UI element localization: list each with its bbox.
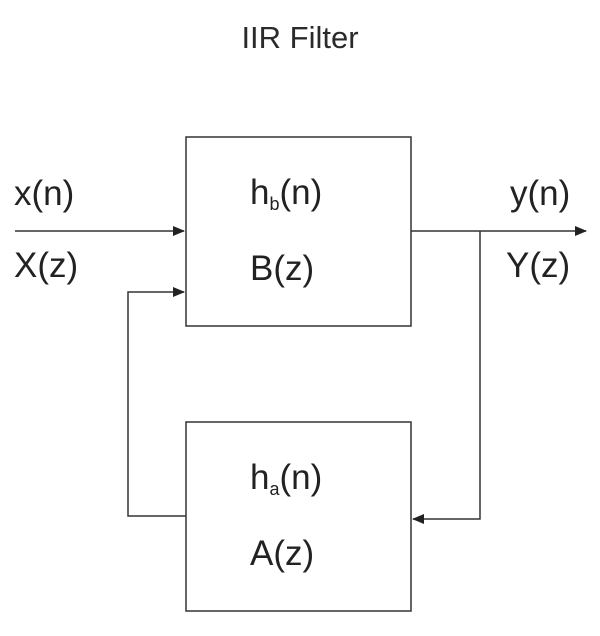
block-b-impulse-label: hb(n)	[250, 173, 323, 214]
block-a-transfer-label: A(z)	[250, 534, 315, 573]
block-a-box	[185, 421, 412, 612]
output-z-label: Y(z)	[506, 246, 571, 285]
feedback-line-to-b	[127, 287, 186, 517]
diagram-title: IIR Filter	[241, 20, 359, 55]
input-z-label: X(z)	[14, 246, 79, 285]
feedback-line-to-a	[412, 231, 481, 524]
input-time-label: x(n)	[14, 174, 75, 213]
block-b-box	[185, 136, 412, 327]
block-a-impulse-label: ha(n)	[250, 458, 323, 499]
output-time-label: y(n)	[510, 174, 571, 213]
block-b-transfer-label: B(z)	[250, 249, 315, 288]
